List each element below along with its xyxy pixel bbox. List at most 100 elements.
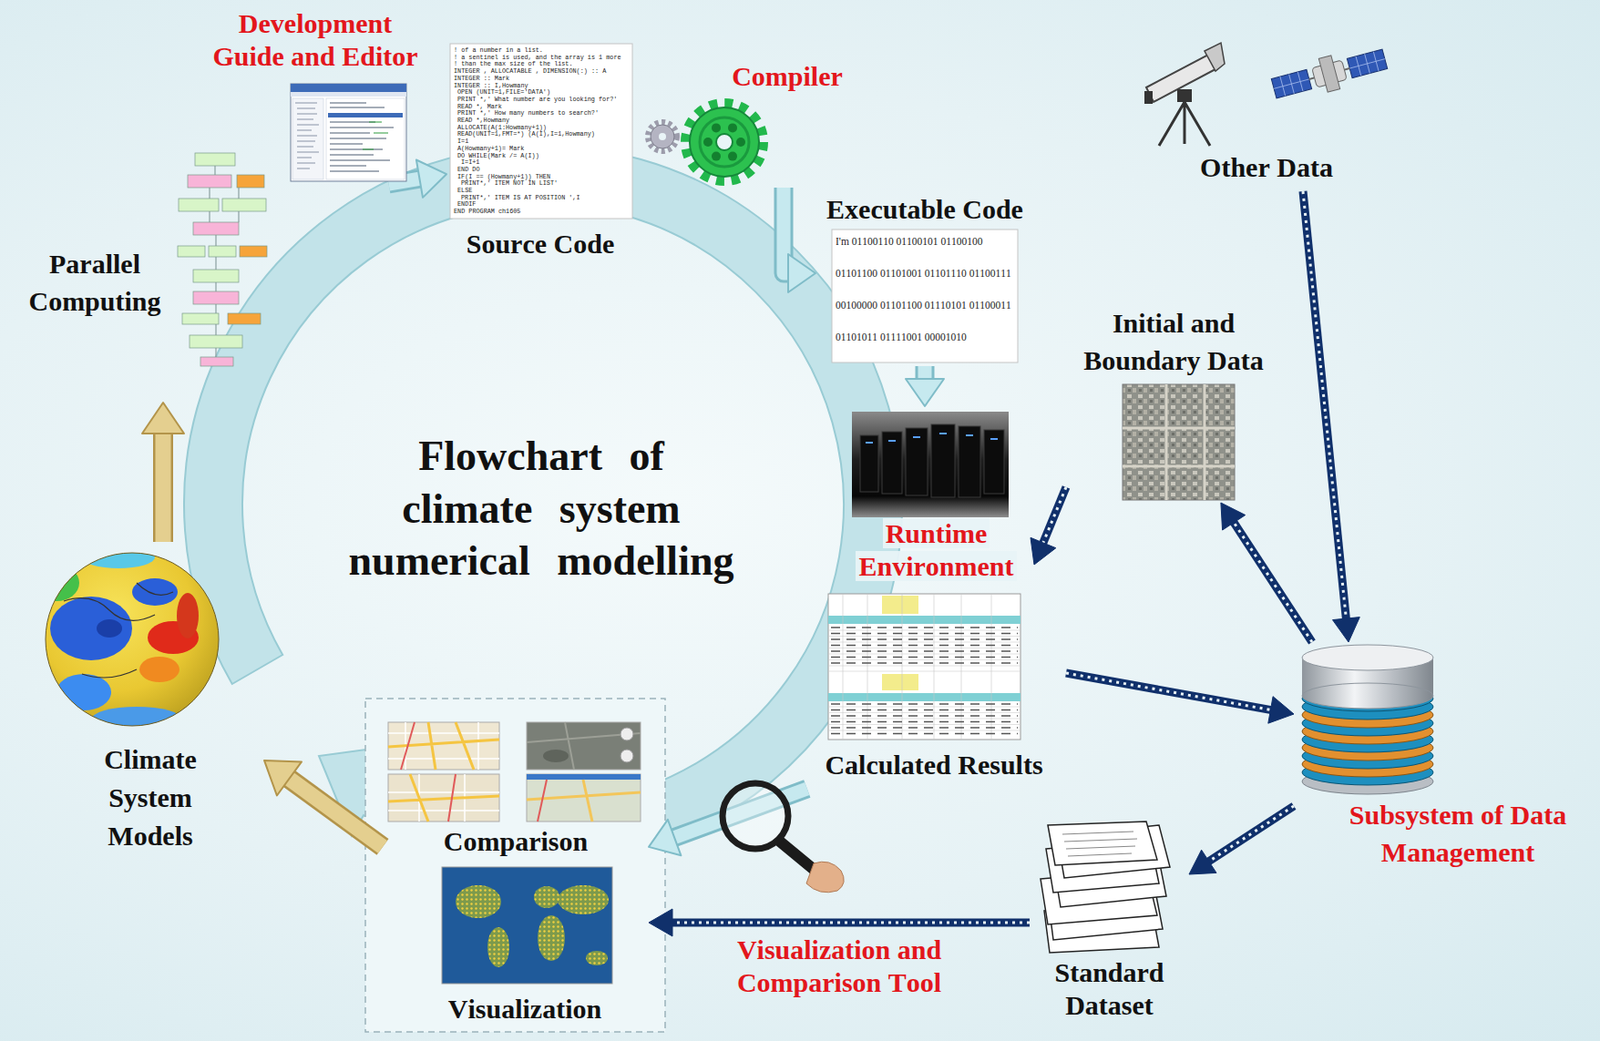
compiler-gears — [711, 152, 721, 162]
code-line: READ *, Mark — [457, 103, 503, 112]
results-table — [882, 595, 919, 615]
parallel-flowchart — [182, 313, 219, 325]
magnifier-icon — [722, 783, 844, 893]
figure-node: Climate System Models — [36, 542, 265, 868]
code-line: ENDIF — [457, 201, 476, 209]
dashed-data-arrow — [1203, 806, 1294, 865]
code-line: READ *,Howmany — [457, 117, 510, 125]
figure-node: Visualization — [400, 865, 649, 1030]
results-table — [842, 594, 992, 740]
editor-screenshot — [328, 112, 403, 118]
node-label: Comparison — [443, 826, 588, 857]
figure-node: Comparison — [382, 719, 649, 862]
code-line: PRINT*,' ITEM NOT IN LIST' — [461, 180, 558, 188]
telescope-icon — [1177, 89, 1192, 103]
world-map — [455, 885, 609, 968]
map-tiles — [388, 774, 500, 822]
compiler-gears — [647, 122, 677, 152]
dashed-data-arrow — [1230, 517, 1313, 643]
map-tiles — [526, 779, 641, 822]
world-map — [441, 867, 613, 985]
figure-node: Standard Dataset — [1029, 818, 1190, 1032]
results-table — [828, 594, 1021, 740]
paper-stack — [1047, 821, 1158, 866]
figure-node: Compiler — [637, 58, 852, 188]
editor-screenshot — [292, 98, 324, 180]
map-tiles — [526, 722, 641, 770]
editor-screenshot — [290, 83, 407, 182]
map-tiles — [543, 749, 569, 763]
satellite-icon — [1346, 49, 1387, 79]
server-photo — [865, 433, 998, 443]
red-node-label: Subsystem of Data Management — [1349, 800, 1567, 868]
parallel-flowchart — [222, 198, 267, 212]
satellite-icon — [1318, 55, 1340, 93]
server-photo — [851, 411, 1009, 518]
label-frame: Initial and Boundary Data — [1073, 305, 1274, 380]
map-tiles — [526, 722, 641, 770]
node-label: Initial and Boundary Data — [1083, 307, 1264, 376]
dashed-data-arrow — [648, 909, 1030, 937]
figure-node: Initial and Boundary Data — [1066, 303, 1282, 503]
editor-screenshot — [362, 122, 389, 150]
satellite-icon — [1346, 49, 1387, 79]
aerial-map — [1122, 384, 1235, 501]
map-tiles — [526, 774, 641, 822]
arrow-head — [905, 379, 944, 407]
arrow-head — [788, 254, 816, 293]
parallel-flowchart — [177, 246, 206, 257]
parallel-flowchart — [236, 174, 265, 188]
map-tiles — [388, 774, 500, 822]
server-photo — [851, 411, 1009, 518]
dashed-data-arrow — [1189, 806, 1294, 875]
label-frame: Compiler — [723, 60, 852, 93]
node-label: Other Data — [1200, 152, 1334, 183]
map-tiles — [620, 728, 634, 741]
dashed-data-arrow — [1302, 191, 1347, 626]
red-node-label: Runtime Environment — [855, 518, 1016, 582]
edge-label-frame: Visualization and Comparison Tool — [725, 933, 954, 1000]
red-node-label: Development Guide and Editor — [212, 8, 418, 72]
map-tiles — [537, 779, 547, 822]
world-map — [585, 951, 608, 966]
world-map — [533, 886, 560, 909]
arrow-head — [1220, 502, 1246, 531]
dashed-data-arrow — [1203, 806, 1294, 865]
compiler-gears — [685, 102, 764, 182]
results-table — [828, 594, 1021, 740]
arrow-head — [264, 760, 302, 797]
label-frame: Parallel Computing — [10, 246, 180, 320]
dashed-data-arrow — [1302, 191, 1360, 643]
label-frame: Comparison — [382, 825, 649, 859]
editor-screenshot — [290, 83, 407, 182]
title-frame: Flowchart of climate system numerical mo… — [344, 430, 739, 588]
globe-model — [50, 596, 133, 661]
cycle-ring — [184, 145, 903, 864]
dashed-data-arrow — [1230, 517, 1313, 643]
code-line: IF(I == (Howmany+1)) THEN — [457, 174, 551, 182]
diagram-title: Flowchart of climate system numerical mo… — [348, 432, 734, 585]
figure-node: Other Data — [1138, 30, 1395, 192]
compiler-gears — [658, 133, 667, 141]
globe-model — [33, 564, 80, 602]
map-tiles — [400, 722, 415, 770]
globe-model — [56, 674, 112, 711]
binary-line: 01101011 01111001 00001010 — [835, 330, 967, 344]
binary-line: 00100000 01101100 01110101 01100011 — [835, 298, 1012, 312]
results-table — [882, 674, 919, 691]
world-map — [557, 885, 609, 915]
world-map — [537, 915, 565, 962]
parallel-flowchart — [193, 222, 239, 236]
code-line: ! a sentinel is used, and the array is 1… — [453, 54, 622, 62]
label-frame: Executable Code — [815, 193, 1035, 226]
server-photo — [860, 435, 879, 493]
parallel-flowchart — [208, 246, 236, 257]
label-frame: Visualization — [400, 993, 649, 1026]
compiler-gears — [699, 117, 749, 167]
map-tiles — [388, 722, 500, 770]
node-label: Standard Dataset — [1054, 957, 1164, 1021]
arrow-head — [648, 909, 673, 937]
